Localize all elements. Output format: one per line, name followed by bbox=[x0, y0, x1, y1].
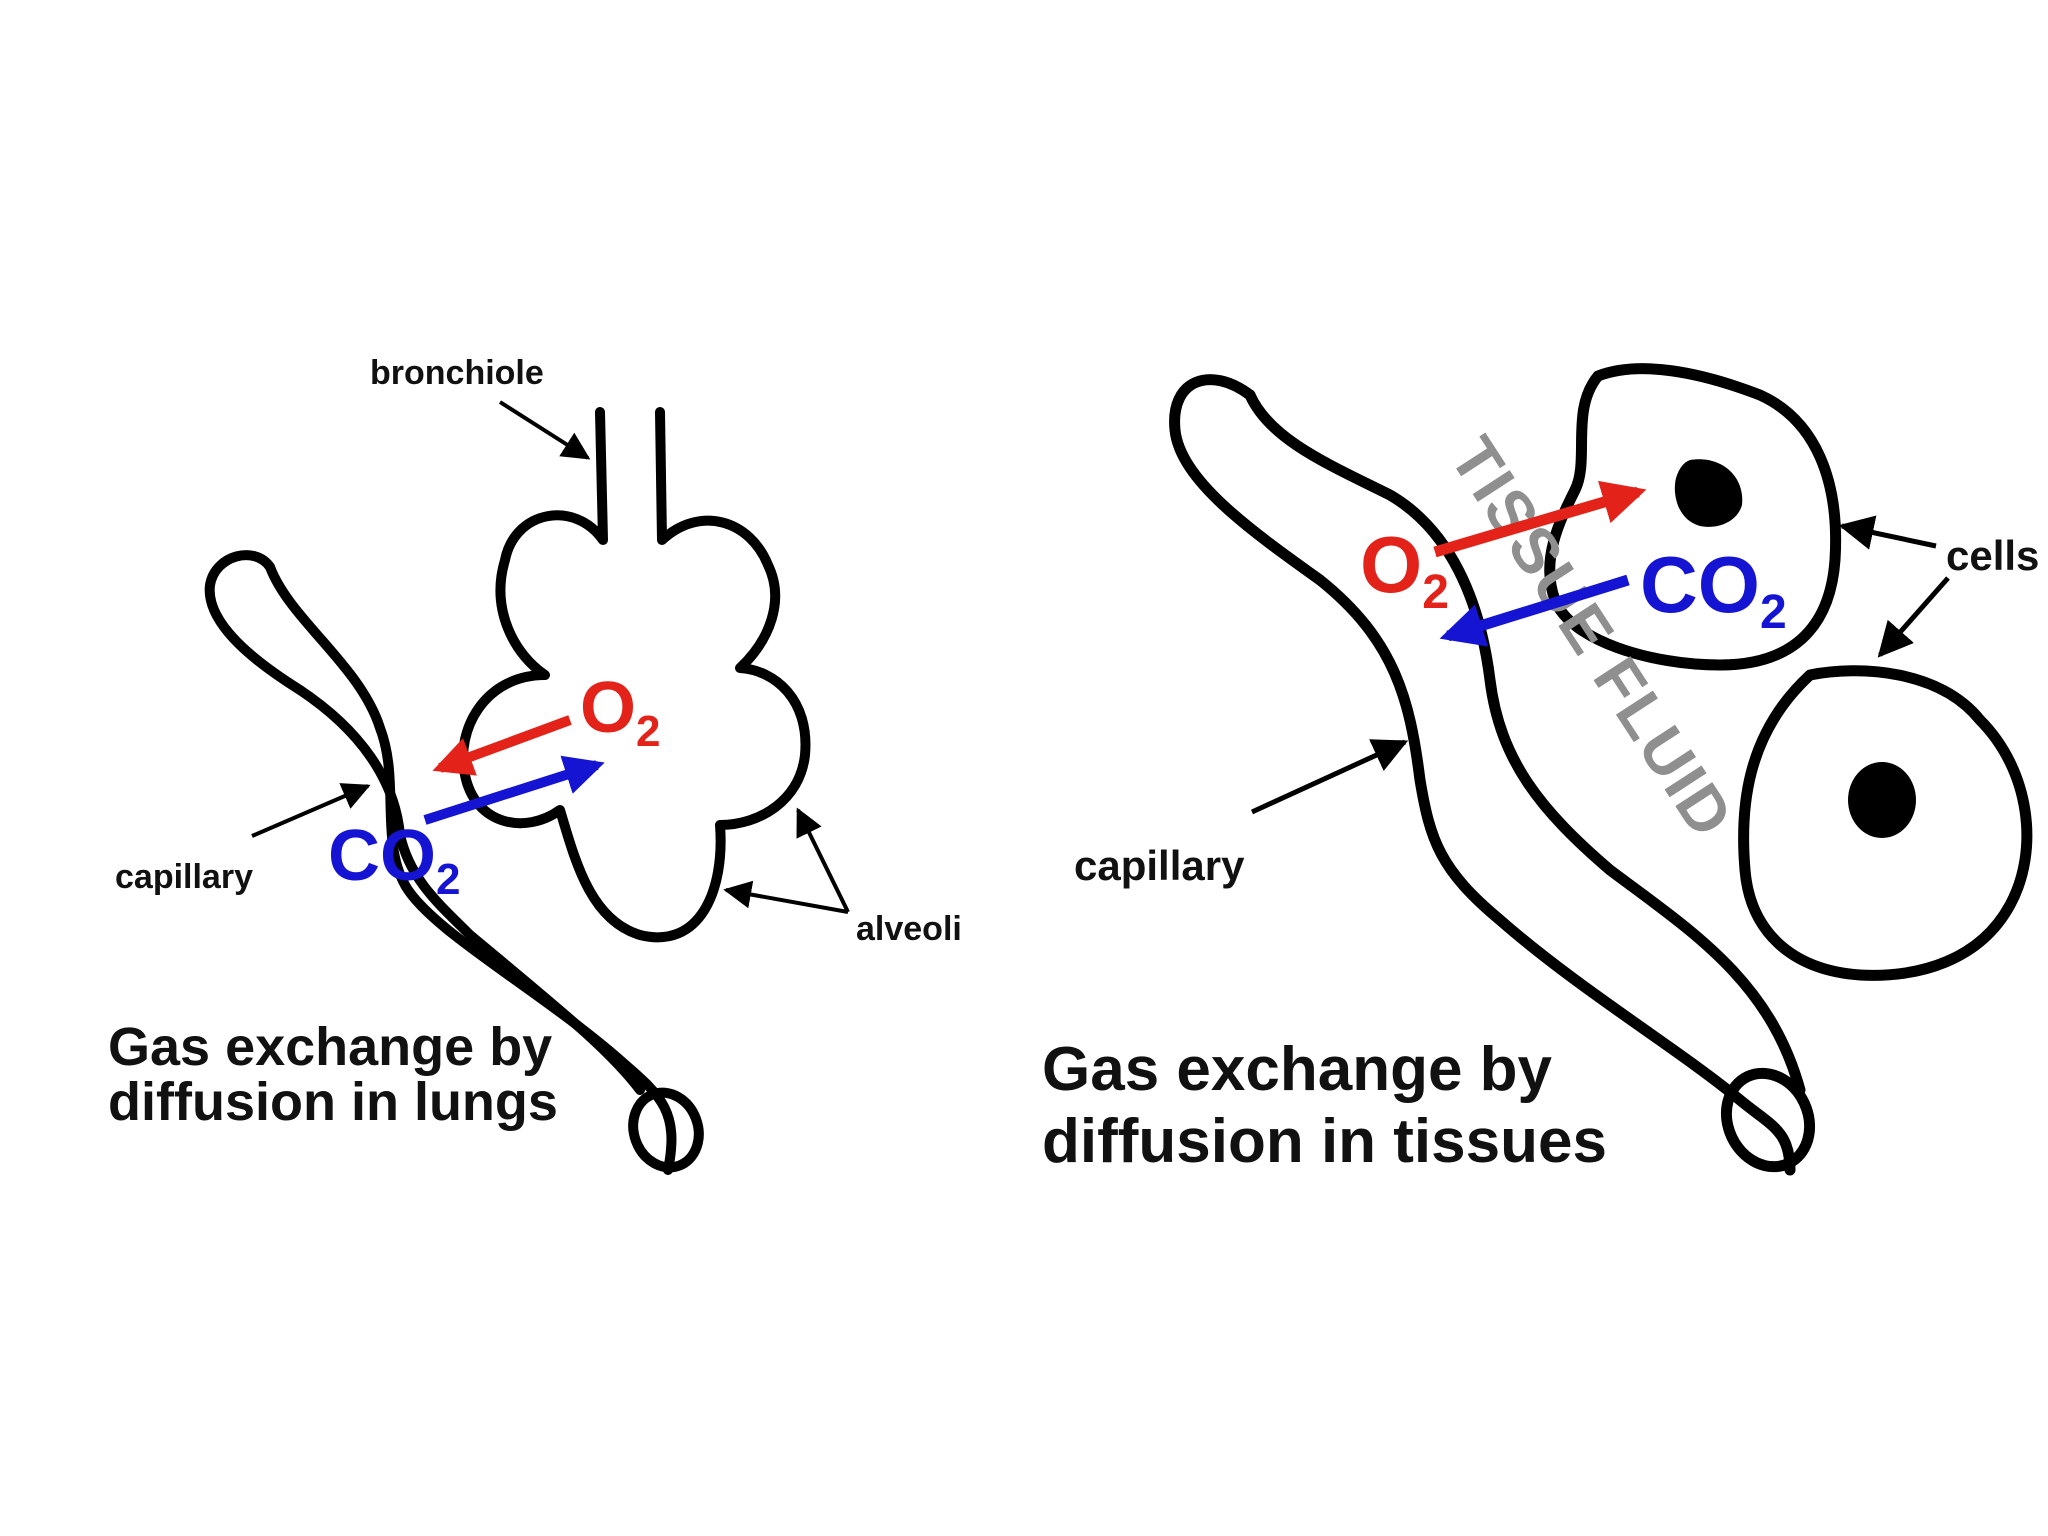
o2-label: O2 bbox=[580, 668, 661, 756]
tissue-o2-arrow bbox=[1433, 480, 1647, 558]
tissue-capillary bbox=[1169, 374, 1816, 1176]
tissue-capillary-pointer bbox=[1250, 739, 1409, 815]
cell-upper bbox=[1544, 363, 1842, 671]
tissue-co2-arrow bbox=[1439, 574, 1630, 647]
bronchiole bbox=[595, 407, 667, 545]
cells-pointer-2 bbox=[1877, 576, 1950, 658]
alveoli-pointer-1 bbox=[723, 880, 849, 914]
tissue-capillary-label: capillary bbox=[1074, 842, 1245, 889]
cell-nucleus-lower bbox=[1848, 762, 1916, 838]
tissue-o2-label: O2 bbox=[1360, 520, 1449, 619]
lungs-caption-line2: diffusion in lungs bbox=[108, 1072, 558, 1132]
bronchiole-label: bronchiole bbox=[370, 354, 544, 392]
lungs-panel: O2 CO2 bronchiole capillary alveoli Gas … bbox=[108, 354, 962, 1175]
alveoli-label: alveoli bbox=[856, 910, 962, 948]
co2-label: CO2 bbox=[328, 816, 460, 904]
cells-pointer-1 bbox=[1838, 515, 1937, 550]
lung-capillary bbox=[204, 550, 704, 1175]
o2-arrow bbox=[432, 715, 572, 776]
co2-arrow bbox=[423, 755, 605, 825]
alveoli-cluster bbox=[458, 510, 811, 943]
lung-capillary-pointer bbox=[251, 783, 371, 838]
cell-nucleus-upper bbox=[1674, 459, 1743, 527]
cells-label: cells bbox=[1946, 532, 2039, 579]
alveoli-pointer-2 bbox=[796, 807, 850, 913]
lungs-caption-line1: Gas exchange by bbox=[108, 1017, 552, 1077]
tissues-caption-line1: Gas exchange by bbox=[1042, 1035, 1553, 1104]
tissues-caption-line2: diffusion in tissues bbox=[1042, 1107, 1607, 1176]
tissue-co2-label: CO2 bbox=[1640, 540, 1787, 639]
lung-capillary-label: capillary bbox=[115, 858, 253, 896]
cell-lower bbox=[1738, 665, 2033, 981]
tissues-panel: TISSUE FLUID O2 CO2 capillary cells Gas … bbox=[1042, 363, 2039, 1176]
bronchiole-pointer bbox=[498, 400, 591, 460]
